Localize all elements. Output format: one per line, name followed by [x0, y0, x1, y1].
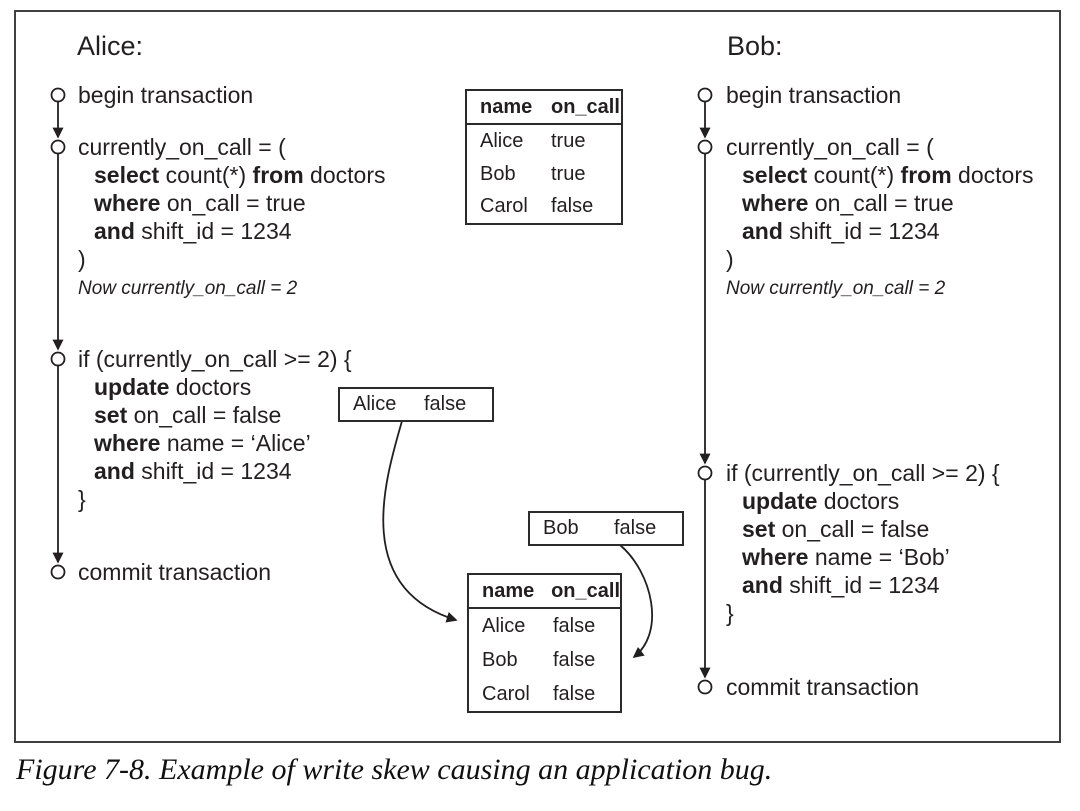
code-line: ): [78, 246, 86, 272]
bob-write-arrow: [619, 544, 654, 659]
code-line: set on_call = false: [94, 402, 282, 428]
cell-name: Carol: [482, 682, 530, 705]
alice-read-node: [50, 139, 66, 155]
alice-begin-node: [50, 87, 66, 103]
code-line: and shift_id = 1234: [94, 458, 292, 484]
table-row: Alice true: [467, 125, 621, 158]
alice-lane-title: Alice:: [77, 31, 144, 61]
code-line: ): [726, 246, 734, 272]
cell-name: Alice: [482, 614, 526, 637]
cell-on-call: false: [551, 195, 594, 218]
code-line: select count(*) from doctors: [742, 162, 1034, 188]
cell-on-call: true: [551, 162, 586, 185]
doctors-table-final: name on_call Alice false Bob false Carol…: [467, 573, 622, 713]
code-line: currently_on_call = (: [726, 134, 934, 160]
alice-timeline: [50, 87, 66, 580]
cell-on-call: false: [553, 682, 596, 705]
column-header-on-call: on_call: [551, 95, 620, 118]
alice-commit-node: [50, 564, 66, 580]
table-header-row: name on_call: [469, 575, 620, 609]
write-name: Alice: [353, 393, 397, 415]
bob-timeline: [697, 87, 713, 695]
alice-write-arrow: [382, 420, 458, 623]
diagram-frame: [14, 10, 1061, 743]
bob-update-node: [697, 465, 713, 481]
alice-commit-label: commit transaction: [78, 559, 272, 585]
code-line: currently_on_call = (: [78, 134, 286, 160]
bob-read-query: currently_on_call = ( select count(*) fr…: [726, 133, 1034, 301]
cell-on-call: false: [553, 648, 596, 671]
alice-begin-label: begin transaction: [78, 82, 254, 108]
cell-name: Alice: [480, 129, 524, 152]
table-row: Alice false: [469, 609, 620, 643]
cell-name: Bob: [480, 162, 516, 185]
code-line: if (currently_on_call >= 2) {: [78, 346, 352, 372]
code-line: where name = ‘Bob’: [742, 544, 950, 570]
figure-caption: Figure 7-8. Example of write skew causin…: [16, 753, 773, 786]
table-row: Carol false: [467, 190, 621, 223]
alice-write-box: Alice false: [338, 387, 494, 422]
bob-write-box: Bob false: [528, 511, 684, 546]
write-value: false: [614, 517, 657, 539]
column-header-on-call: on_call: [551, 579, 620, 602]
write-name: Bob: [543, 517, 579, 539]
bob-result-note: Now currently_on_call = 2: [726, 278, 946, 299]
code-line: select count(*) from doctors: [94, 162, 386, 188]
table-header-row: name on_call: [467, 91, 621, 125]
code-line: and shift_id = 1234: [742, 572, 940, 598]
column-header-name: name: [482, 579, 535, 602]
code-line: where on_call = true: [94, 190, 306, 216]
code-line: and shift_id = 1234: [742, 218, 940, 244]
table-row: Carol false: [469, 677, 620, 711]
code-line: update doctors: [94, 374, 252, 400]
code-line: set on_call = false: [742, 516, 930, 542]
bob-update-query: if (currently_on_call >= 2) { update doc…: [726, 459, 1000, 627]
alice-result-note: Now currently_on_call = 2: [78, 278, 298, 299]
doctors-table-initial: name on_call Alice true Bob true Carol f…: [465, 89, 623, 225]
bob-read-node: [697, 139, 713, 155]
bob-commit-node: [697, 679, 713, 695]
column-header-name: name: [480, 95, 533, 118]
alice-update-query: if (currently_on_call >= 2) { update doc…: [78, 345, 352, 513]
code-line: if (currently_on_call >= 2) {: [726, 460, 1000, 486]
write-value: false: [424, 393, 467, 415]
code-line: and shift_id = 1234: [94, 218, 292, 244]
cell-name: Carol: [480, 195, 528, 218]
bob-begin-node: [697, 87, 713, 103]
alice-update-node: [50, 351, 66, 367]
bob-begin-label: begin transaction: [726, 82, 902, 108]
bob-commit-label: commit transaction: [726, 674, 920, 700]
table-row: Bob false: [469, 643, 620, 677]
code-line: }: [726, 600, 734, 626]
code-line: where on_call = true: [742, 190, 954, 216]
table-row: Bob true: [467, 158, 621, 191]
code-line: update doctors: [742, 488, 900, 514]
code-line: where name = ‘Alice’: [94, 430, 311, 456]
alice-read-query: currently_on_call = ( select count(*) fr…: [78, 133, 386, 301]
cell-on-call: false: [553, 614, 596, 637]
bob-lane-title: Bob:: [727, 31, 783, 61]
code-line: }: [78, 486, 86, 512]
cell-name: Bob: [482, 648, 518, 671]
cell-on-call: true: [551, 129, 586, 152]
